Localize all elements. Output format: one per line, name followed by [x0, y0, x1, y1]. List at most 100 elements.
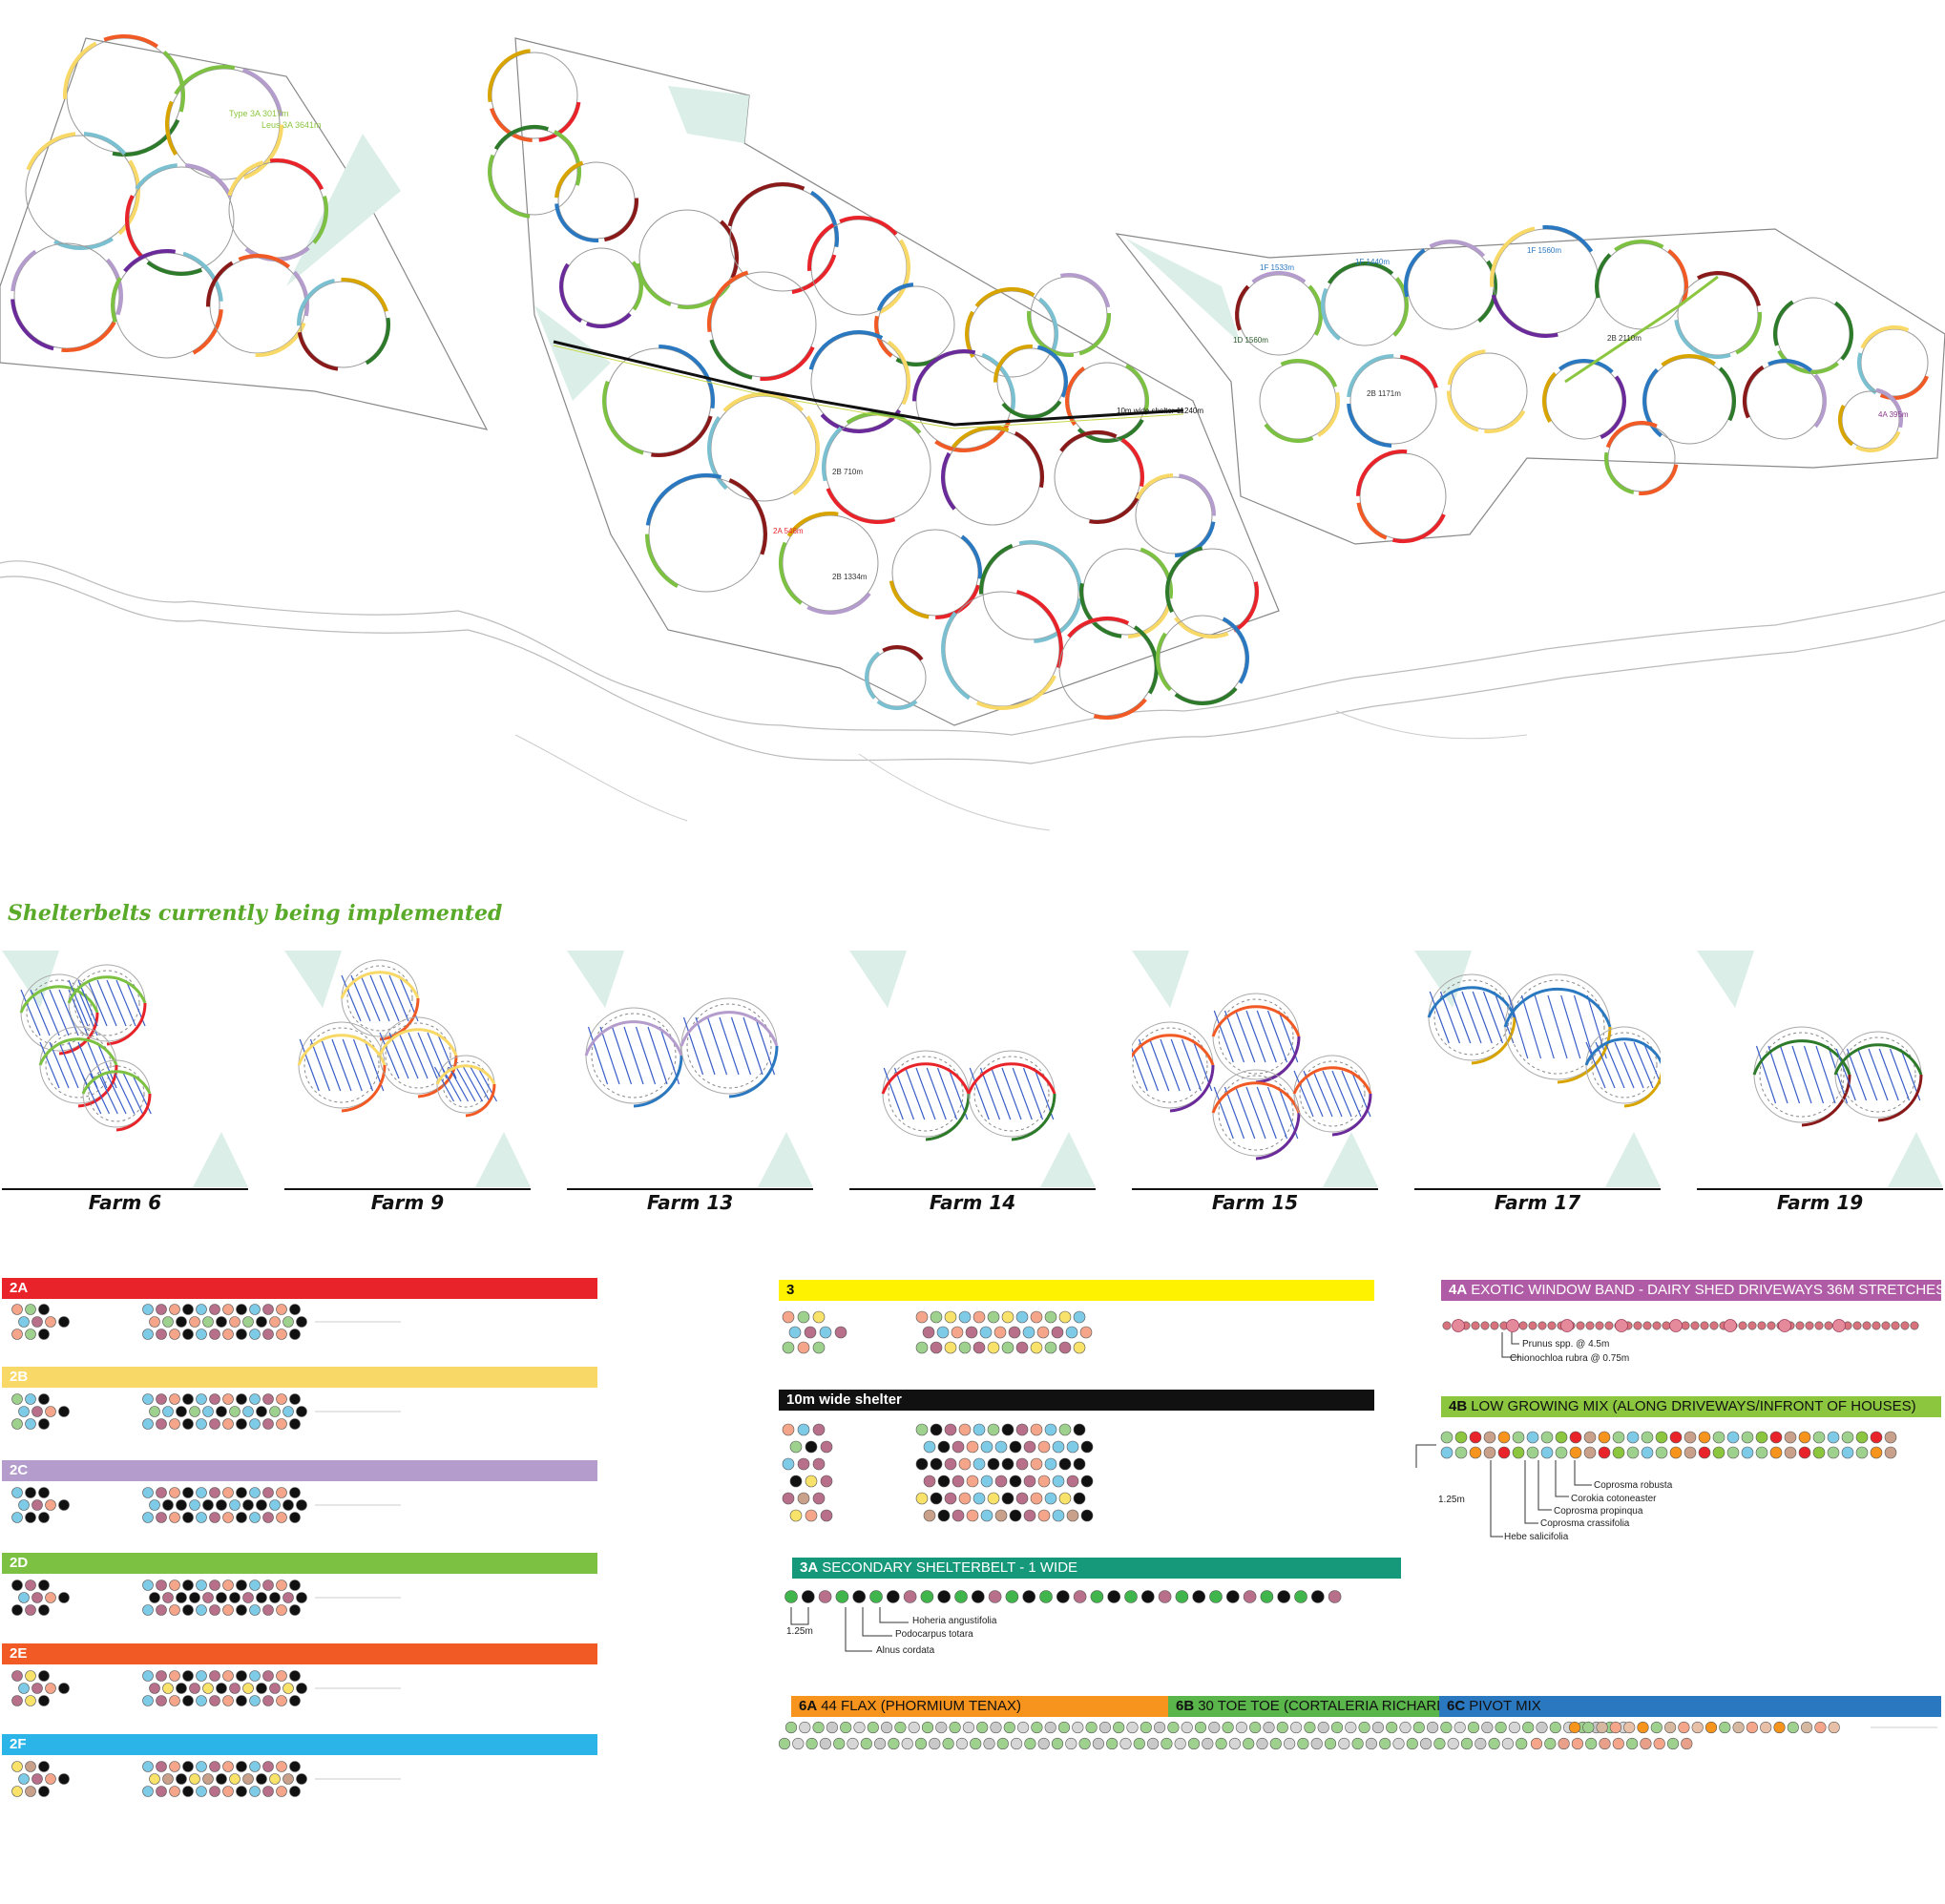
- inner-circle: [1759, 1032, 1845, 1118]
- plant-dot: [169, 1761, 180, 1772]
- plant-dot: [142, 1695, 154, 1706]
- plant-dot: [1044, 1492, 1057, 1505]
- inner-circle: [73, 970, 140, 1036]
- shelterbelt-segment: [1059, 430, 1118, 452]
- plant-dot: [25, 1418, 36, 1430]
- plant-dot: [987, 1423, 1000, 1436]
- plant-dot: [1141, 1590, 1155, 1603]
- plant-dot: [1358, 1721, 1370, 1734]
- pivot-circle: [1776, 297, 1851, 371]
- river-line: [0, 575, 1945, 764]
- plant-dot: [1022, 1590, 1035, 1603]
- planting-pattern-diagrams: [11, 1304, 1937, 1797]
- plant-dot: [1052, 1440, 1065, 1454]
- planting-row: [1138, 1038, 1160, 1092]
- shelterbelt-segment: [1280, 359, 1338, 387]
- shelterbelt-segment: [26, 132, 76, 171]
- plant-dot: [1747, 1321, 1757, 1330]
- farm-15-thumbnail[interactable]: [1132, 951, 1378, 1187]
- map-label: 10m wide shelter 11240m: [1117, 407, 1204, 415]
- shelterbelt-segment: [1661, 354, 1716, 367]
- shelterbelt-segment: [952, 426, 1010, 449]
- pivot-circle: [168, 68, 281, 180]
- plant-dot: [196, 1761, 207, 1772]
- map-label: Leus 3A 3641m: [261, 120, 322, 130]
- plant-dot: [1243, 1737, 1255, 1750]
- planting-row: [350, 974, 371, 1022]
- shelterbelt-segment: [1391, 513, 1446, 543]
- plant-dot: [1406, 1737, 1418, 1750]
- plant-dot: [282, 1499, 294, 1511]
- planting-row: [1791, 1045, 1812, 1104]
- plant-dot: [1512, 1431, 1525, 1444]
- farm-17-thumbnail[interactable]: [1414, 951, 1661, 1187]
- planting-row: [1341, 1070, 1362, 1118]
- plant-dot: [289, 1418, 301, 1430]
- plant-dot: [1022, 1326, 1035, 1339]
- planting-row: [1149, 1038, 1170, 1092]
- species-leader: [1501, 1332, 1519, 1358]
- plant-dot: [1194, 1721, 1207, 1734]
- plant-dot: [249, 1786, 261, 1797]
- shelterbelt-segment: [1392, 277, 1409, 337]
- plant-dot: [1192, 1590, 1205, 1603]
- shelterbelt-segment: [707, 270, 749, 333]
- shelterbelt-segment: [38, 1037, 118, 1066]
- plant-dot: [820, 1440, 833, 1454]
- plant-dot: [182, 1670, 194, 1682]
- farm-6-thumbnail[interactable]: [2, 951, 248, 1187]
- plant-dot: [196, 1580, 207, 1591]
- pivot-circle: [1677, 274, 1759, 356]
- plant-dot: [1872, 1321, 1881, 1330]
- band-code: 10m wide shelter: [786, 1391, 902, 1408]
- plant-dot: [987, 1341, 1000, 1354]
- shelterbelt-segment: [1307, 284, 1323, 336]
- riparian-zone: [758, 1132, 813, 1187]
- planting-row: [470, 1066, 491, 1102]
- plant-dot: [1080, 1475, 1094, 1488]
- map-label: 2B 1171m: [1367, 389, 1401, 398]
- shelterbelt-segment: [1489, 226, 1536, 287]
- plant-dot: [262, 1329, 274, 1340]
- pivot-circle: [562, 247, 640, 325]
- species-label: Coprosma robusta: [1594, 1480, 1673, 1491]
- plant-dot: [1598, 1446, 1611, 1459]
- plant-dot: [1637, 1721, 1649, 1734]
- shelterbelt-segment: [1174, 521, 1216, 557]
- plant-dot: [1669, 1431, 1683, 1444]
- shelterbelt-segment: [631, 261, 643, 311]
- farm-label: Farm 19: [1776, 1191, 1864, 1214]
- plant-dot: [18, 1316, 30, 1328]
- planting-row: [96, 979, 117, 1027]
- plant-dot: [142, 1786, 154, 1797]
- farm-14-thumbnail[interactable]: [849, 951, 1096, 1187]
- legend-band-2E: 2E: [2, 1643, 597, 1664]
- shelterbelt-segment: [1696, 271, 1761, 306]
- planting-row: [659, 1026, 680, 1085]
- plant-dot: [915, 1310, 929, 1324]
- plant-dot: [972, 1341, 986, 1354]
- planting-row: [1508, 994, 1529, 1059]
- farm-13-thumbnail[interactable]: [567, 951, 813, 1187]
- shelterbelt-segment: [1813, 373, 1827, 429]
- planting-row: [433, 1066, 455, 1102]
- plant-dot: [782, 1341, 795, 1354]
- legend-band-2C: 2C: [2, 1460, 597, 1481]
- farm-9-thumbnail[interactable]: [284, 951, 531, 1187]
- plant-dot: [169, 1580, 180, 1591]
- shelterbelt-segment: [981, 352, 1015, 413]
- band-label: 30 TOE TOE (CORTALERIA RICHARDII): [1198, 1698, 1439, 1714]
- farm-19-thumbnail[interactable]: [1697, 951, 1943, 1187]
- plant-dot: [249, 1761, 261, 1772]
- plant-dot: [1056, 1590, 1070, 1603]
- planting-row: [1012, 1067, 1033, 1120]
- plant-dot: [25, 1786, 36, 1797]
- map-label: 2B 1334m: [832, 573, 868, 581]
- pivot-circle: [729, 185, 836, 292]
- plant-dot: [966, 1440, 979, 1454]
- inner-circle: [1299, 1060, 1366, 1127]
- plant-dot: [937, 1590, 952, 1603]
- plant-dot: [256, 1683, 267, 1694]
